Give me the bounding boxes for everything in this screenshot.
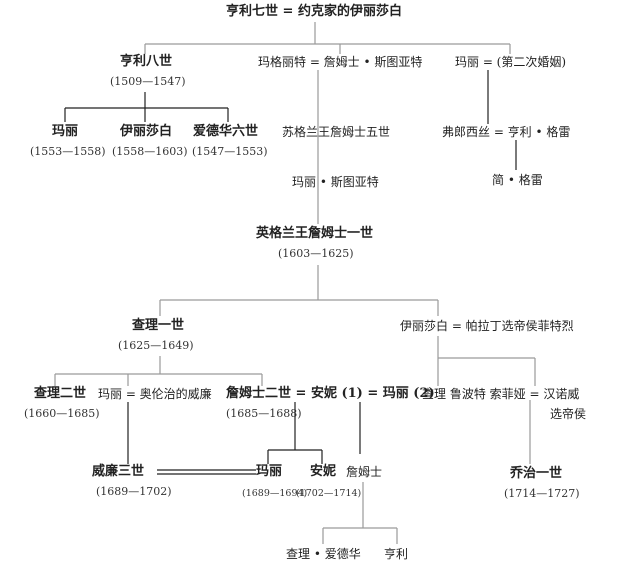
william-iii-dates: (1689—1702) xyxy=(96,485,172,498)
frances-and-henry-grey: 弗郎西丝 = 亨利 • 格雷 xyxy=(442,125,571,139)
mary-ii: 玛丽 xyxy=(256,464,283,479)
george-i-dates: (1714—1727) xyxy=(504,487,580,500)
james-i-dates: (1603—1625) xyxy=(278,247,354,260)
mary-ii-dates: (1689—1694) xyxy=(242,488,308,499)
anne-dates: (1702—1714) xyxy=(296,488,362,499)
james-ii-dates: (1685—1688) xyxy=(226,407,302,420)
george-i: 乔治一世 xyxy=(510,466,563,481)
henry-grandson: 亨利 xyxy=(384,547,409,561)
margaret-and-james-stuart: 玛格丽特 = 詹姆士 • 斯图亚特 xyxy=(258,55,423,69)
james-old-pretender: 詹姆士 xyxy=(346,465,383,479)
elizabeth-i: 伊丽莎白 xyxy=(120,124,173,139)
charles-ii-dates: (1660—1685) xyxy=(24,407,100,420)
elector-title: 选帝侯 xyxy=(550,407,587,421)
henry-viii-dates: (1509—1547) xyxy=(110,75,186,88)
anne: 安妮 xyxy=(310,464,337,479)
james-v-of-scotland: 苏格兰王詹姆士五世 xyxy=(282,125,391,139)
henry-vii-and-elizabeth-of-york: 亨利七世 = 约克家的伊丽莎白 xyxy=(226,4,402,19)
charles-i-dates: (1625—1649) xyxy=(118,339,194,352)
mary-second-marriage: 玛丽 = (第二次婚姻) xyxy=(455,55,567,69)
charles-i: 查理一世 xyxy=(132,318,185,333)
william-iii: 威廉三世 xyxy=(92,464,145,479)
mary-i: 玛丽 xyxy=(52,124,79,139)
edward-vi-dates: (1547—1553) xyxy=(192,145,268,158)
elizabeth-and-palatine-elector: 伊丽莎白 = 帕拉丁选帝侯菲特烈 xyxy=(400,319,574,333)
palatine-children: 查理 鲁波特 索菲娅 = 汉诺威 xyxy=(422,387,580,401)
mary-stuart: 玛丽 • 斯图亚特 xyxy=(292,175,379,189)
james-i-of-england: 英格兰王詹姆士一世 xyxy=(256,226,374,241)
edward-vi: 爱德华六世 xyxy=(193,124,259,139)
jane-grey: 简 • 格雷 xyxy=(492,173,543,187)
james-ii-and-wives: 詹姆士二世 = 安妮 (1) = 玛丽 (2) xyxy=(226,386,435,401)
charles-edward: 查理 • 爱德华 xyxy=(286,547,361,561)
mary-i-dates: (1553—1558) xyxy=(30,145,106,158)
mary-and-william-of-orange: 玛丽 = 奥伦治的威廉 xyxy=(98,387,212,401)
elizabeth-i-dates: (1558—1603) xyxy=(112,145,188,158)
henry-viii: 亨利八世 xyxy=(120,54,173,69)
charles-ii: 查理二世 xyxy=(34,386,87,401)
